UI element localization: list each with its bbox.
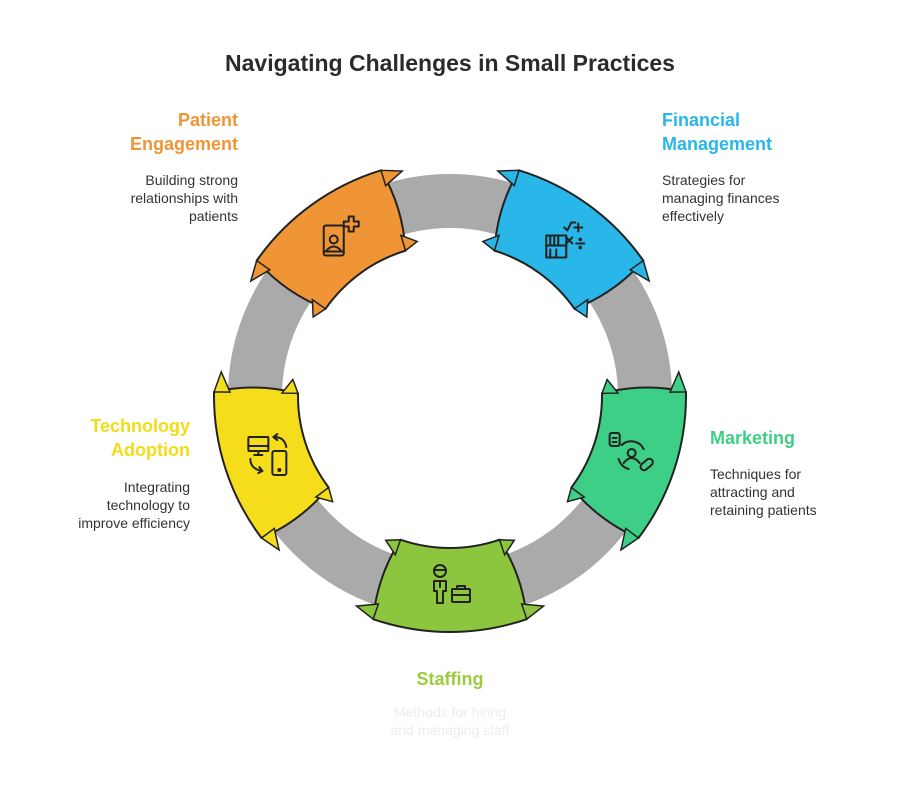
description-line: retaining patients	[710, 502, 817, 518]
diagram-title: Navigating Challenges in Small Practices	[225, 50, 675, 76]
segment-fold	[314, 486, 334, 503]
patient-marketing-icon	[608, 432, 654, 472]
title-line: Management	[662, 134, 773, 154]
segment-fold	[212, 369, 232, 393]
segment-fold	[384, 538, 402, 557]
technology-adoption-title: Technology Adoption	[40, 414, 190, 462]
description-line: Building strong	[145, 172, 238, 188]
segment-fold	[399, 234, 419, 252]
description-line: Methods for hiring	[393, 704, 507, 720]
description-line: attracting and	[710, 484, 795, 500]
segment-fold	[379, 169, 405, 187]
segment-fold	[481, 234, 501, 252]
patient-add-icon	[322, 215, 360, 257]
segment-fold	[628, 259, 651, 283]
segment-fold	[619, 527, 640, 552]
segment-fold	[668, 369, 688, 393]
marketing-title: Marketing	[710, 426, 880, 450]
segment-fold	[280, 377, 300, 395]
staffing-description: Methods for hiring and managing staff	[350, 703, 550, 739]
staffing-title: Staffing	[350, 667, 550, 691]
finance-calculator-icon	[545, 221, 586, 259]
segment-fold	[495, 169, 521, 187]
segment-fold	[498, 538, 516, 557]
segment-fold	[566, 486, 586, 503]
technology-adoption-description: Integrating technology to improve effici…	[30, 478, 190, 532]
description-line: and managing staff	[390, 722, 510, 738]
segment-fold	[520, 603, 546, 621]
segment-fold	[260, 527, 281, 552]
description-line: Integrating	[123, 479, 190, 495]
title-line: Technology	[90, 416, 190, 436]
title-line: Patient	[177, 110, 238, 130]
staff-briefcase-icon	[433, 564, 471, 604]
title-line: Marketing	[710, 428, 796, 448]
description-line: Techniques for	[710, 466, 802, 482]
patient-engagement-title: Patient Engagement	[80, 108, 238, 156]
financial-management-title: Financial Management	[662, 108, 862, 156]
description-line: Strategies for	[662, 172, 746, 188]
segment-fold	[573, 298, 589, 319]
segment-fold	[249, 259, 272, 283]
title-line: Adoption	[111, 440, 190, 460]
patient-engagement-description: Building strong relationships with patie…	[60, 171, 238, 225]
description-line: improve efficiency	[78, 515, 190, 531]
device-sync-icon	[247, 433, 288, 477]
title-line: Financial	[662, 110, 741, 130]
title-line: Staffing	[416, 669, 484, 689]
segment-fold	[311, 298, 327, 319]
segment-fold	[600, 377, 620, 395]
title-line: Engagement	[129, 134, 238, 154]
description-line: effectively	[662, 208, 724, 224]
description-line: relationships with	[130, 190, 238, 206]
financial-management-description: Strategies for managing finances effecti…	[662, 171, 862, 225]
segment-fold	[354, 603, 380, 621]
description-line: patients	[188, 208, 238, 224]
description-line: technology to	[106, 497, 190, 513]
marketing-description: Techniques for attracting and retaining …	[710, 465, 890, 519]
description-line: managing finances	[662, 190, 780, 206]
